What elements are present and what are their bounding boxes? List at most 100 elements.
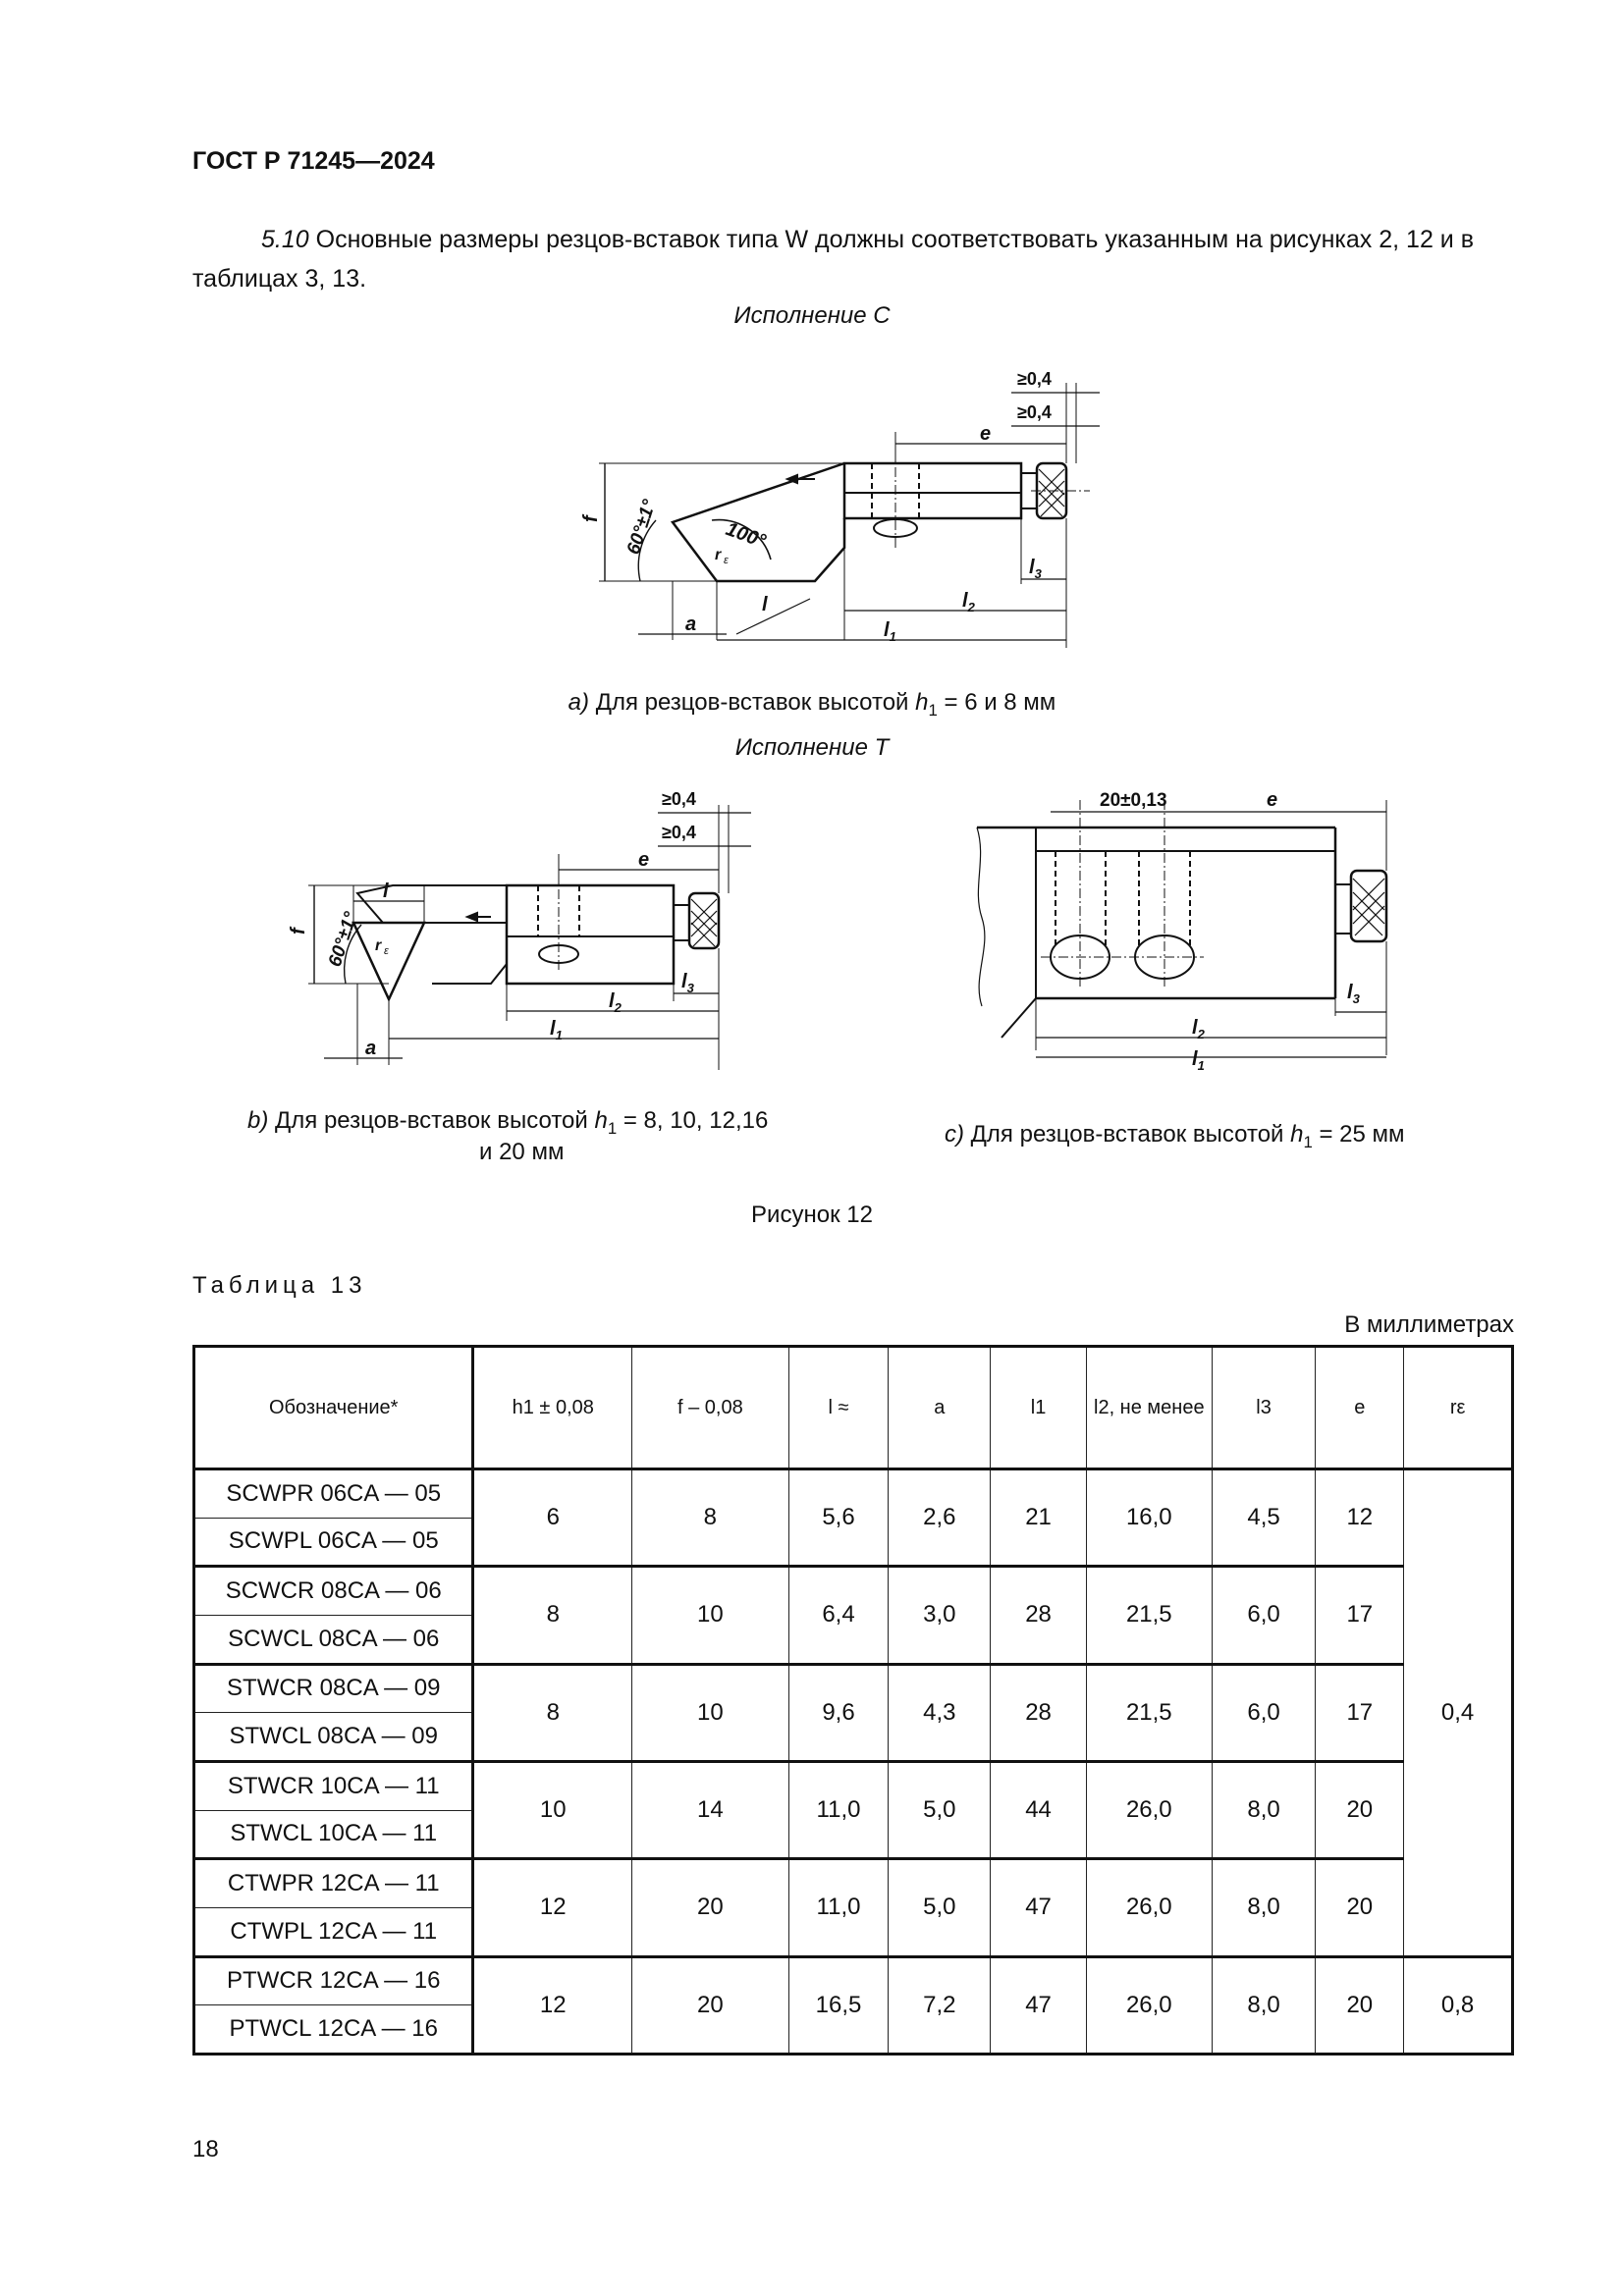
drawing-a: 100° r ε f 60°±1° a l l1 l2 l3 e ≥0,4 ≥0… bbox=[580, 369, 1100, 648]
designation-cell: PTWCR 12CA — 16 bbox=[192, 1954, 475, 2006]
cell-a: 4,3 bbox=[888, 1662, 992, 1762]
cell-h1: 6 bbox=[472, 1467, 633, 1568]
cell-l: 6,4 bbox=[787, 1565, 890, 1665]
cell-h1: 8 bbox=[472, 1565, 633, 1665]
designation-cell: SCWPL 06CA — 05 bbox=[192, 1517, 475, 1568]
table-row: STWCL 08CA — 09 bbox=[192, 1712, 1513, 1762]
variant-t-label: Исполнение Т bbox=[734, 734, 890, 761]
cell-h1: 10 bbox=[472, 1759, 633, 1860]
cell-a: 2,6 bbox=[888, 1467, 992, 1568]
svg-text:≥0,4: ≥0,4 bbox=[1017, 369, 1052, 389]
header-e: e bbox=[1315, 1346, 1405, 1470]
cell-l1: 47 bbox=[990, 1954, 1087, 2056]
svg-text:ε: ε bbox=[384, 945, 389, 957]
table-row: PTWCL 12CA — 16 bbox=[192, 2004, 1513, 2055]
table-header-row: Обозначение* h1 ± 0,08 f – 0,08 l ≈ a l1… bbox=[192, 1346, 1513, 1470]
caption-c: c) Для резцов-вставок высотой h1 = 25 мм bbox=[945, 1121, 1405, 1151]
caption-a-text: Для резцов-вставок высотой bbox=[595, 689, 909, 716]
cell-h1: 12 bbox=[472, 1954, 633, 2056]
table-units: В миллиметрах bbox=[1344, 1311, 1514, 1338]
caption-c-prefix: c) bbox=[945, 1121, 964, 1148]
cell-l3: 6,0 bbox=[1211, 1565, 1317, 1665]
cell-f: 20 bbox=[631, 1857, 789, 1957]
svg-text:l3: l3 bbox=[681, 971, 695, 995]
svg-text:l1: l1 bbox=[884, 619, 896, 644]
document-header: ГОСТ Р 71245—2024 bbox=[192, 147, 435, 175]
cell-l2: 26,0 bbox=[1085, 1857, 1213, 1957]
header-l2: l2, не менее bbox=[1085, 1346, 1213, 1470]
cell-l2: 26,0 bbox=[1085, 1954, 1213, 2056]
drawing-b: r ε l f 60°±1° a l1 l2 l3 e ≥0,4 ≥0,4 bbox=[288, 789, 751, 1070]
svg-text:e: e bbox=[638, 849, 649, 871]
cell-e: 17 bbox=[1315, 1662, 1405, 1762]
cell-l2: 26,0 bbox=[1085, 1759, 1213, 1860]
table-row: SCWPL 06CA — 05 bbox=[192, 1517, 1513, 1568]
cell-a: 5,0 bbox=[888, 1857, 992, 1957]
cell-f: 8 bbox=[631, 1467, 789, 1568]
paragraph-5-10: 5.10 Основные размеры резцов-вставок тип… bbox=[192, 220, 1514, 298]
cell-l3: 8,0 bbox=[1211, 1759, 1317, 1860]
svg-text:l1: l1 bbox=[550, 1018, 563, 1042]
svg-text:l1: l1 bbox=[1192, 1048, 1205, 1073]
table-row: PTWCR 12CA — 16 12 20 16,5 7,2 47 26,0 8… bbox=[192, 1954, 1513, 2056]
designation-cell: CTWPR 12CA — 11 bbox=[192, 1857, 475, 1908]
designation-cell: SCWCL 08CA — 06 bbox=[192, 1614, 475, 1665]
cell-f: 10 bbox=[631, 1565, 789, 1665]
table-row: CTWPR 12CA — 11 12 20 11,0 5,0 47 26,0 8… bbox=[192, 1857, 1513, 1957]
cell-l2: 21,5 bbox=[1085, 1662, 1213, 1762]
cell-l1: 47 bbox=[990, 1857, 1087, 1957]
cell-l1: 28 bbox=[990, 1662, 1087, 1762]
caption-c-tail: = 25 мм bbox=[1319, 1121, 1405, 1148]
svg-text:100°: 100° bbox=[723, 518, 769, 553]
cell-a: 5,0 bbox=[888, 1759, 992, 1860]
variant-c-label: Исполнение С bbox=[733, 302, 891, 329]
drawing-c: 20±0,13 e l2 l1 l3 bbox=[976, 789, 1388, 1073]
cell-l3: 8,0 bbox=[1211, 1857, 1317, 1957]
cell-l: 5,6 bbox=[787, 1467, 890, 1568]
svg-text:l2: l2 bbox=[962, 590, 976, 614]
cell-f: 14 bbox=[631, 1759, 789, 1860]
svg-text:r: r bbox=[715, 547, 722, 563]
svg-text:60°±1°: 60°±1° bbox=[325, 909, 362, 969]
svg-text:≥0,4: ≥0,4 bbox=[1017, 402, 1052, 422]
designation-cell: PTWCL 12CA — 16 bbox=[192, 2004, 475, 2055]
cell-l3: 6,0 bbox=[1211, 1662, 1317, 1762]
cell-e: 20 bbox=[1315, 1954, 1405, 2056]
table-row: STWCL 10CA — 11 bbox=[192, 1809, 1513, 1860]
cell-l1: 28 bbox=[990, 1565, 1087, 1665]
svg-text:l2: l2 bbox=[1192, 1017, 1206, 1041]
svg-text:l3: l3 bbox=[1347, 982, 1361, 1006]
header-r-eps: rε bbox=[1403, 1346, 1513, 1470]
header-l: l ≈ bbox=[787, 1346, 890, 1470]
designation-cell: STWCL 08CA — 09 bbox=[192, 1712, 475, 1762]
figure-title: Рисунок 12 bbox=[751, 1201, 873, 1228]
header-h1: h1 ± 0,08 bbox=[472, 1346, 633, 1470]
caption-b-line2: и 20 мм bbox=[479, 1139, 565, 1165]
svg-text:a: a bbox=[685, 614, 696, 635]
cell-e: 12 bbox=[1315, 1467, 1405, 1568]
cell-l3: 8,0 bbox=[1211, 1954, 1317, 2056]
cell-l1: 21 bbox=[990, 1467, 1087, 1568]
cell-f: 20 bbox=[631, 1954, 789, 2056]
cell-l: 11,0 bbox=[787, 1759, 890, 1860]
svg-text:r: r bbox=[375, 937, 382, 954]
caption-a-tail: = 6 и 8 мм bbox=[944, 689, 1056, 716]
header-designation: Обозначение* bbox=[192, 1346, 475, 1470]
cell-h1: 12 bbox=[472, 1857, 633, 1957]
paragraph-text: Основные размеры резцов-вставок типа W д… bbox=[192, 226, 1474, 293]
table-row: SCWCL 08CA — 06 bbox=[192, 1614, 1513, 1665]
designation-cell: STWCL 10CA — 11 bbox=[192, 1809, 475, 1860]
table-13: Обозначение* h1 ± 0,08 f – 0,08 l ≈ a l1… bbox=[192, 1345, 1514, 2056]
header-a: a bbox=[888, 1346, 992, 1470]
cell-e: 20 bbox=[1315, 1857, 1405, 1957]
cell-r-eps-merged: 0,4 bbox=[1403, 1468, 1513, 1957]
caption-b-prefix: b) bbox=[247, 1107, 269, 1134]
caption-b-tail: = 8, 10, 12,16 bbox=[623, 1107, 769, 1134]
caption-a-prefix: a) bbox=[568, 689, 590, 716]
cell-l3: 4,5 bbox=[1211, 1467, 1317, 1568]
svg-text:l: l bbox=[383, 881, 389, 902]
cell-f: 10 bbox=[631, 1662, 789, 1762]
cell-a: 7,2 bbox=[888, 1954, 992, 2056]
svg-text:60°±1°: 60°±1° bbox=[623, 497, 661, 557]
cell-h1: 8 bbox=[472, 1662, 633, 1762]
